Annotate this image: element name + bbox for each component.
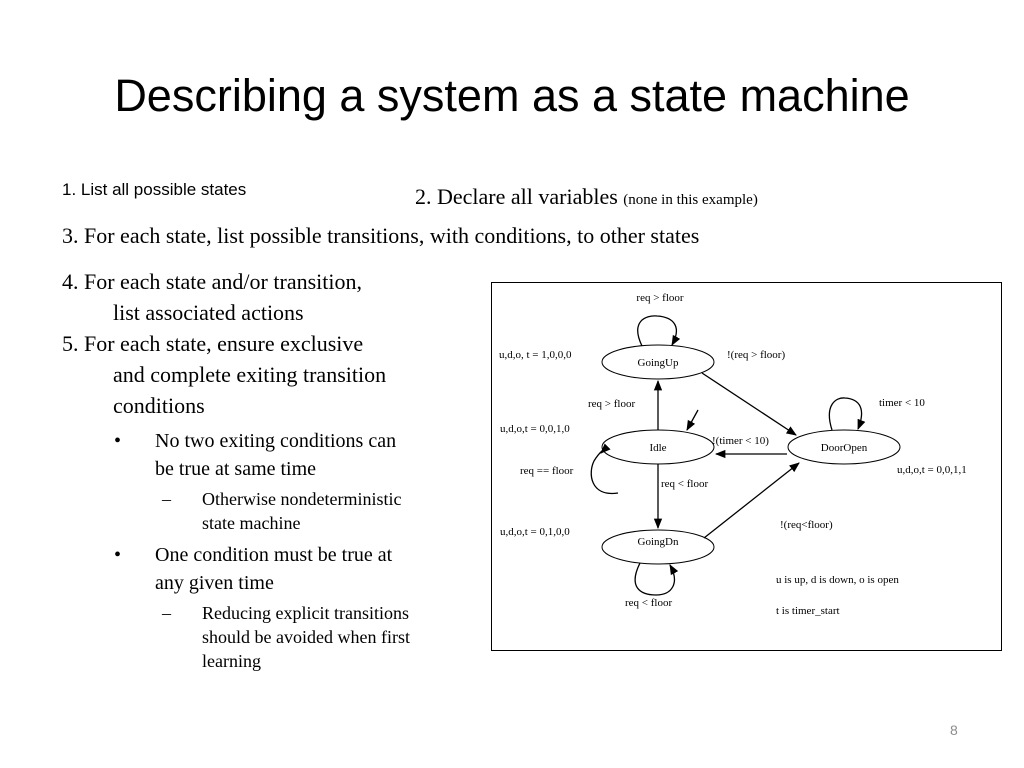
- state-going-dn: [601, 529, 715, 565]
- dash-marker: –: [162, 603, 171, 623]
- label-door-self: timer < 10: [879, 397, 925, 409]
- state-door-open: [787, 429, 901, 465]
- detail-reducing-transitions: – Reducing explicit transitions should b…: [62, 601, 482, 673]
- step-4-line-1: 4. For each state and/or transition,: [62, 269, 362, 294]
- legend-line-1: u is up, d is down, o is open: [776, 574, 899, 586]
- label-dn-self: req < floor: [625, 597, 672, 609]
- step-1-text: 1. List all possible states: [62, 180, 247, 199]
- bullet-marker: •: [114, 544, 122, 566]
- transition-going-up-to-door-open: [701, 372, 797, 436]
- sub-bullet-exclusive: • No two exiting conditions can be true …: [62, 427, 482, 483]
- label-idle-to-up: req > floor: [588, 398, 635, 410]
- step-4-line-2: list associated actions: [113, 300, 304, 325]
- step-list: 4. For each state and/or transition, lis…: [62, 266, 482, 673]
- detail-nondeterministic: – Otherwise nondeterministic state machi…: [62, 487, 482, 535]
- step-5-line-2: and complete exiting transition: [113, 362, 387, 387]
- step-2-note: (none in this example): [623, 192, 758, 208]
- label-idle-action: u,d,o,t = 0,0,1,0: [500, 423, 570, 435]
- sub-bullet-exclusive-line-1: No two exiting conditions can: [155, 430, 397, 452]
- step-5-line-1: 5. For each state, ensure exclusive: [62, 331, 364, 356]
- dash-marker: –: [162, 489, 171, 509]
- label-going-up-self: req > floor: [636, 292, 683, 304]
- legend-line-2: t is timer_start: [776, 605, 840, 617]
- step-2-text: 2. Declare all variables (none in this e…: [415, 184, 758, 210]
- detail-nondeterministic-line-2: state machine: [202, 513, 301, 533]
- label-going-up-to-door: !(req > floor): [727, 349, 785, 361]
- transition-going-up-self: [637, 315, 681, 347]
- state-door-open-label: DoorOpen: [821, 442, 868, 454]
- step-2-main: 2. Declare all variables: [415, 184, 618, 209]
- state-machine-svg: GoingUp Idle DoorOpen GoingDn req > floo…: [499, 292, 967, 617]
- label-dn-to-door: !(req<floor): [780, 519, 833, 531]
- step-5-line-3: conditions: [113, 393, 205, 418]
- label-dn-action: u,d,o,t = 0,1,0,0: [500, 526, 570, 538]
- event-tick-mark: [686, 409, 699, 431]
- transition-idle-self: [590, 443, 619, 495]
- sub-bullet-complete-line-1: One condition must be true at: [155, 544, 393, 566]
- label-idle-self: req == floor: [520, 465, 574, 477]
- state-idle-label: Idle: [649, 442, 666, 454]
- bullet-marker: •: [114, 430, 122, 452]
- label-door-to-idle: !(timer < 10): [712, 435, 769, 447]
- state-going-up-label: GoingUp: [638, 357, 679, 369]
- label-idle-to-dn: req < floor: [661, 478, 708, 490]
- slide-title: Describing a system as a state machine: [114, 70, 910, 121]
- sub-bullet-complete: • One condition must be true at any give…: [62, 541, 482, 597]
- detail-reducing-line-1: Reducing explicit transitions: [202, 603, 409, 623]
- sub-bullet-complete-line-2: any given time: [155, 572, 274, 594]
- transition-going-dn-self: [634, 562, 679, 596]
- detail-reducing-line-2: should be avoided when first: [202, 627, 410, 647]
- state-going-dn-label: GoingDn: [638, 536, 679, 548]
- state-going-up: [601, 344, 715, 380]
- state-machine-diagram: GoingUp Idle DoorOpen GoingDn req > floo…: [491, 282, 1002, 651]
- page-number: 8: [950, 722, 958, 738]
- step-4-text: 4. For each state and/or transition, lis…: [62, 266, 482, 328]
- label-door-action: u,d,o,t = 0,0,1,1: [897, 464, 967, 476]
- transition-door-open-self: [828, 397, 866, 431]
- step-3-text: 3. For each state, list possible transit…: [62, 223, 700, 248]
- detail-nondeterministic-line-1: Otherwise nondeterministic: [202, 489, 402, 509]
- label-going-up-action: u,d,o, t = 1,0,0,0: [499, 349, 572, 361]
- transition-going-dn-to-door-open: [703, 462, 800, 539]
- sub-bullet-exclusive-line-2: be true at same time: [155, 458, 317, 480]
- step-5-text: 5. For each state, ensure exclusive and …: [62, 328, 482, 421]
- detail-reducing-line-3: learning: [202, 651, 261, 671]
